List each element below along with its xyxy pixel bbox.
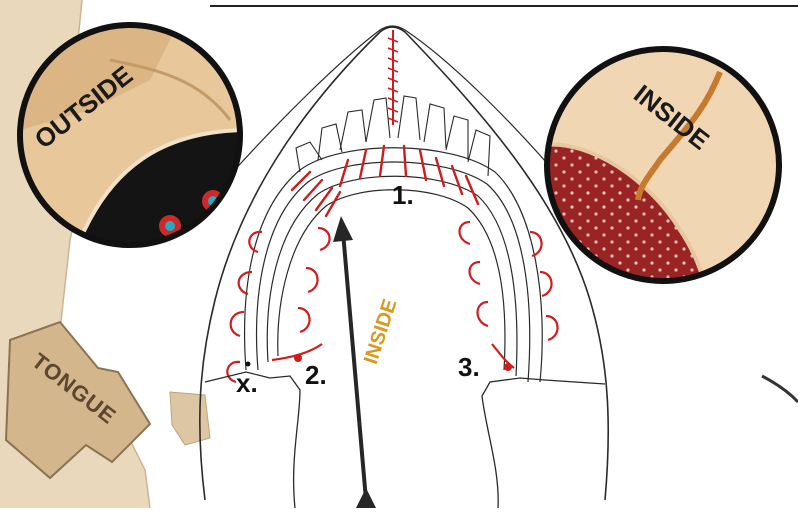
step-1-label: 1.: [392, 180, 414, 211]
sole-outline: [205, 372, 605, 508]
edge-mark: [762, 376, 798, 402]
leather-scrap: [170, 392, 210, 445]
step-3-label: 3.: [458, 352, 480, 383]
step-x-label: x.: [236, 368, 258, 399]
stitch-knot-3: [492, 344, 514, 371]
inside-detail-circle: [545, 0, 798, 295]
right-side-stitches: [460, 222, 558, 340]
end-point-x: [246, 362, 251, 367]
center-seam: [388, 30, 398, 125]
toe-flap: [230, 26, 560, 178]
step-2-label: 2.: [305, 360, 327, 391]
